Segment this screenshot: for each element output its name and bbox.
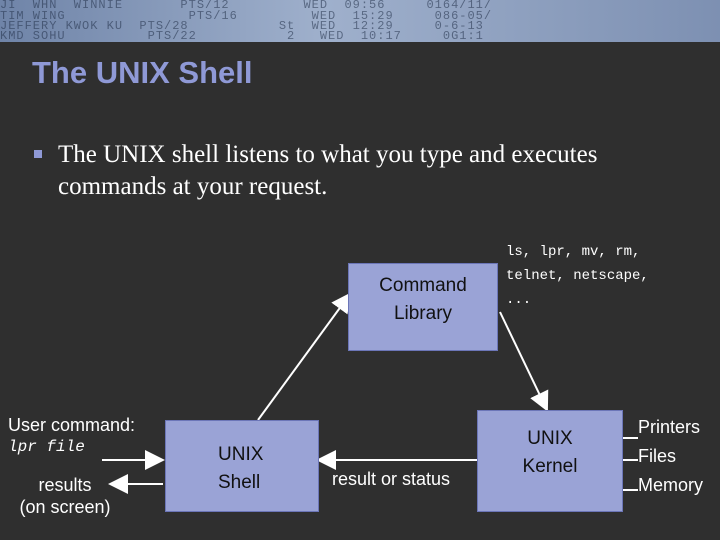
user-command-example: lpr file xyxy=(8,438,85,456)
unix-shell-label-line1: UNIX xyxy=(218,444,264,465)
slide-title: The UNIX Shell xyxy=(32,55,253,90)
command-library-box: Command Library xyxy=(348,263,498,351)
unix-shell-label-line2: Shell xyxy=(218,472,261,493)
header-banner: JI WHN WINNIE PTS/12 WED 09:56 0164/11/ … xyxy=(0,0,720,42)
unix-kernel-box: UNIX Kernel xyxy=(477,410,623,512)
unix-kernel-label-line2: Kernel xyxy=(522,456,578,477)
device-memory: Memory xyxy=(638,475,704,495)
banner-line: JEFFERY KWOK KU PTS/28 St WED 12:29 0-6-… xyxy=(0,19,484,33)
unix-shell-box: UNIX Shell xyxy=(165,420,319,512)
unix-kernel-label-line1: UNIX xyxy=(527,428,573,449)
results-label: results (on screen) xyxy=(10,474,120,518)
command-examples: ls, lpr, mv, rm, telnet, netscape, ... xyxy=(506,240,649,312)
results-label-line1: results xyxy=(38,475,92,495)
device-files: Files xyxy=(638,446,677,466)
command-examples-line1: ls, lpr, mv, rm, xyxy=(506,244,641,260)
device-printers: Printers xyxy=(638,417,701,437)
results-label-line2: (on screen) xyxy=(19,497,111,517)
bullet-square-icon xyxy=(34,150,42,158)
banner-line: JI WHN WINNIE PTS/12 WED 09:56 0164/11/ xyxy=(0,0,493,12)
command-examples-line2: telnet, netscape, xyxy=(506,268,649,284)
command-examples-line3: ... xyxy=(506,292,532,308)
devices-list: Printers Files Memory xyxy=(638,413,703,500)
arrow-library-to-kernel xyxy=(499,311,549,412)
banner-line: KMD SOHU PTS/22 2 WED 10:17 0G1:1 xyxy=(0,29,484,42)
banner-line: TIM WING PTS/16 WED 15:29 086-05/ xyxy=(0,9,493,23)
bullet-text: The UNIX shell listens to what you type … xyxy=(58,141,598,200)
arrow-shell-to-library xyxy=(257,292,352,421)
result-or-status-label: result or status xyxy=(332,469,451,489)
user-command-label: User command: xyxy=(8,415,136,435)
command-library-label-line1: Command xyxy=(379,275,467,296)
command-library-label-line2: Library xyxy=(393,303,453,324)
